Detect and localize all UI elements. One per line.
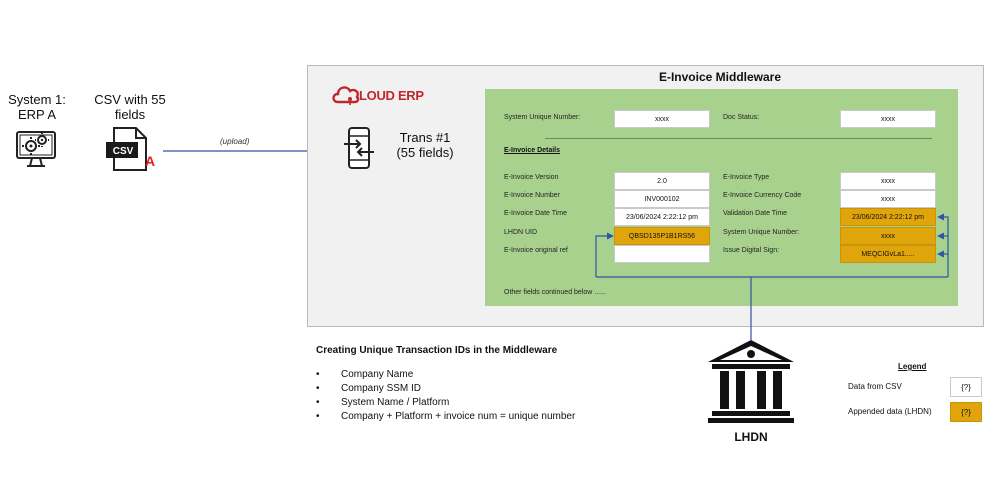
field-value-lhdn: 23/06/2024 2:22:12 pm <box>840 208 936 226</box>
upload-label: (upload) <box>220 137 250 146</box>
panel-title: E-Invoice Middleware <box>658 70 782 84</box>
csv-line2: fields <box>114 107 146 122</box>
list-item: Company + Platform + invoice num = uniqu… <box>316 410 575 424</box>
system1-line2: ERP A <box>17 107 57 122</box>
csv-badge: CSV <box>112 146 134 157</box>
legend-lhdn-label: Appended data (LHDN) <box>848 407 932 416</box>
system1-line1: System 1: <box>8 92 66 107</box>
field-value <box>614 245 710 263</box>
sun-value: xxxx <box>614 110 710 128</box>
field-label: E-Invoice Type <box>723 174 770 181</box>
field-label: System Unique Number: <box>723 229 800 236</box>
list-item: Company Name <box>316 368 575 382</box>
field-value-lhdn: xxxx <box>840 227 936 245</box>
field-label: E-Invoice Version <box>504 174 559 181</box>
legend-csv-box: {?} <box>950 377 982 397</box>
legend-csv-label: Data from CSV <box>848 382 902 391</box>
field-label: LHDN UID <box>504 229 538 236</box>
field-label: E-Invoice Date Time <box>504 210 568 217</box>
lhdn-label: LHDN <box>734 430 768 444</box>
trans-line2: (55 fields) <box>396 145 454 160</box>
field-value-lhdn: QBSD135P1B1RS56 <box>614 227 710 245</box>
form-divider <box>545 138 932 139</box>
field-value: xxxx <box>840 172 936 190</box>
logo-brand: LOUD ERP <box>359 88 424 103</box>
doc-status-label: Doc Status: <box>723 114 760 121</box>
computer-gears-icon <box>16 131 56 167</box>
field-label: Validation Date Time <box>723 210 788 217</box>
doc-status-value: xxxx <box>840 110 936 128</box>
field-value-lhdn: MEQCIGvLa1..... <box>840 245 936 263</box>
csv-file-icon <box>106 127 147 171</box>
list-item: System Name / Platform <box>316 396 575 410</box>
legend-title: Legend <box>898 362 927 371</box>
trans-label: Trans #1 (55 fields) <box>390 130 460 160</box>
list-item: Company SSM ID <box>316 382 575 396</box>
field-label: E-Invoice Number <box>504 192 561 199</box>
csv-letter-a: A <box>145 153 156 169</box>
government-building-icon <box>708 340 794 423</box>
sun-label: System Unique Number: <box>504 114 581 121</box>
field-value: 23/06/2024 2:22:12 pm <box>614 208 710 226</box>
ids-bullet-list: Company Name Company SSM ID System Name … <box>316 368 575 424</box>
cloud-logo-icon <box>332 86 360 105</box>
legend-lhdn-box: {?} <box>950 402 982 422</box>
field-label: Issue Digital Sign: <box>723 247 780 254</box>
csv-line1: CSV with 55 <box>94 92 166 107</box>
field-value: xxxx <box>840 190 936 208</box>
field-value: 2.0 <box>614 172 710 190</box>
continued-note: Other fields continued below ...... <box>504 289 606 296</box>
system1-label: System 1: ERP A <box>0 92 74 122</box>
field-label: E-Invoice Currency Code <box>723 192 802 199</box>
ids-title: Creating Unique Transaction IDs in the M… <box>316 345 558 356</box>
transaction-document-icon <box>344 127 374 169</box>
field-label: E-Invoice original ref <box>504 247 568 254</box>
csv-label: CSV with 55 fields <box>86 92 174 122</box>
field-value: INV000102 <box>614 190 710 208</box>
trans-line1: Trans #1 <box>399 130 451 145</box>
section-title: E-Invoice Details <box>504 147 561 154</box>
